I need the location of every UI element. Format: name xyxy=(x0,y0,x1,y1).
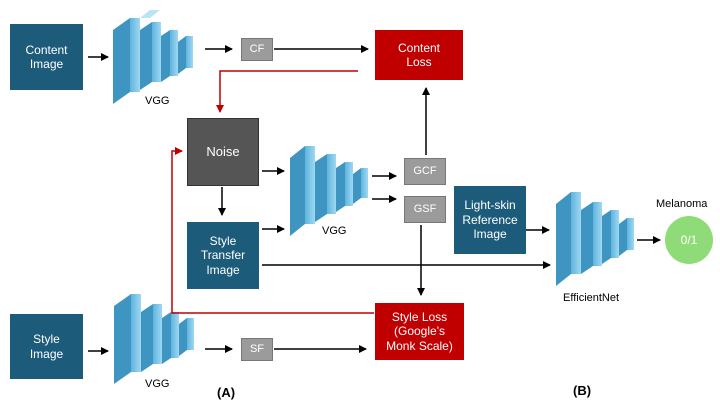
vgg-network-top xyxy=(113,10,193,104)
efficientnet-network xyxy=(556,192,634,286)
noise-box: Noise xyxy=(187,118,259,186)
melanoma-output-circle: 0/1 xyxy=(665,216,713,264)
vgg-bottom-label: VGG xyxy=(145,378,170,390)
light-skin-reference-box: Light-skin Reference Image xyxy=(454,186,526,254)
style-transfer-image-box: Style Transfer Image xyxy=(187,222,259,289)
flow-arrows xyxy=(88,45,661,355)
efficientnet-label: EfficientNet xyxy=(563,292,620,304)
panel-a-label: (A) xyxy=(217,385,236,400)
vgg-middle-label: VGG xyxy=(322,225,347,237)
content-image-box: Content Image xyxy=(10,24,83,90)
sf-feature-box: SF xyxy=(241,338,273,361)
style-image-box: Style Image xyxy=(10,314,83,379)
vgg-network-bottom xyxy=(114,294,194,384)
melanoma-label: Melanoma xyxy=(656,198,708,210)
style-loss-box: Style Loss (Google's Monk Scale) xyxy=(375,303,464,360)
content-loss-box: Content Loss xyxy=(375,30,463,80)
vgg-top-label: VGG xyxy=(145,95,170,107)
gcf-feature-box: GCF xyxy=(404,158,446,185)
cf-feature-box: CF xyxy=(241,38,273,61)
vgg-network-middle xyxy=(290,146,368,236)
feedback-arrows xyxy=(171,70,374,314)
panel-b-label: (B) xyxy=(573,383,592,398)
gsf-feature-box: GSF xyxy=(404,196,446,223)
